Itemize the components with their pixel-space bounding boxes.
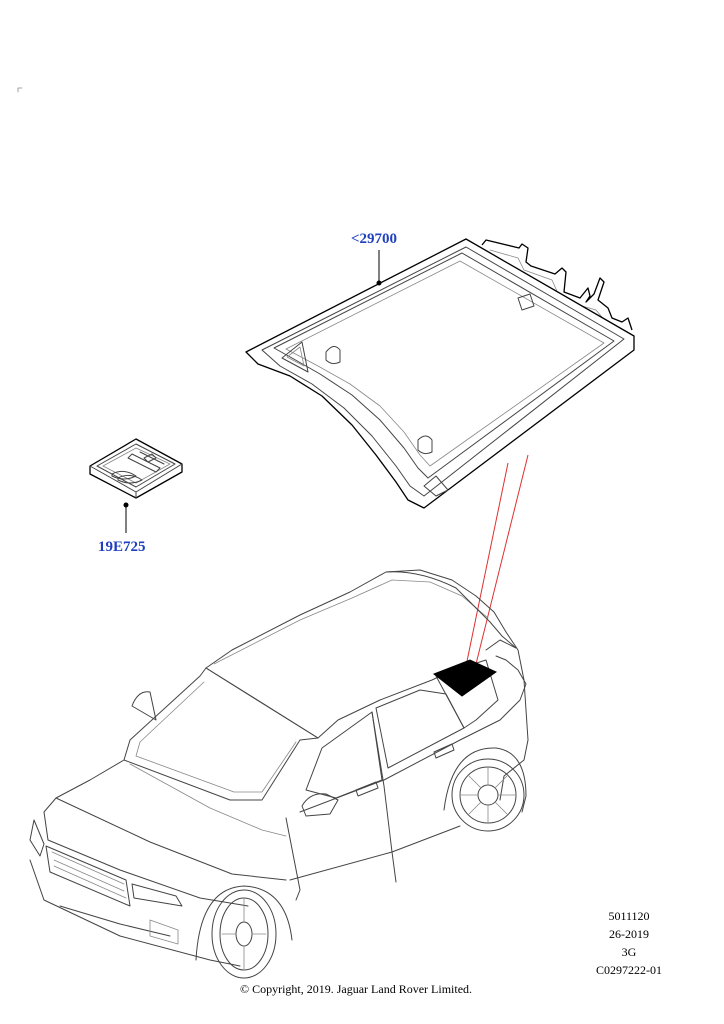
corner-mark [17,87,23,93]
highlighted-quarter-glass [433,659,497,697]
callout-dot-kit [123,502,129,508]
copyright-text: © Copyright, 2019. Jaguar Land Rover Lim… [239,982,473,996]
callout-19E725[interactable]: 19E725 [98,539,146,555]
location-leader-1 [465,462,509,667]
drawing-ref-line-2: 26-2019 [609,927,649,941]
copyright-notice: © Copyright, 2019. Jaguar Land Rover Lim… [0,982,724,997]
drawing-ref-line-1: 5011120 [608,909,650,923]
quarter-glass-drawing[interactable] [245,238,635,509]
drawing-ref-line-4: C0297222-01 [596,963,662,977]
drawing-ref-line-3: 3G [621,945,637,959]
installation-kit-drawing[interactable] [89,438,183,499]
callout-dot-glass [376,280,382,286]
location-leader-2 [473,454,529,673]
vehicle-drawing [29,569,529,979]
callout-29700[interactable]: <29700 [351,231,398,247]
drawing-reference-block: 5011120 26-2019 3G C0297222-01 [596,907,662,979]
